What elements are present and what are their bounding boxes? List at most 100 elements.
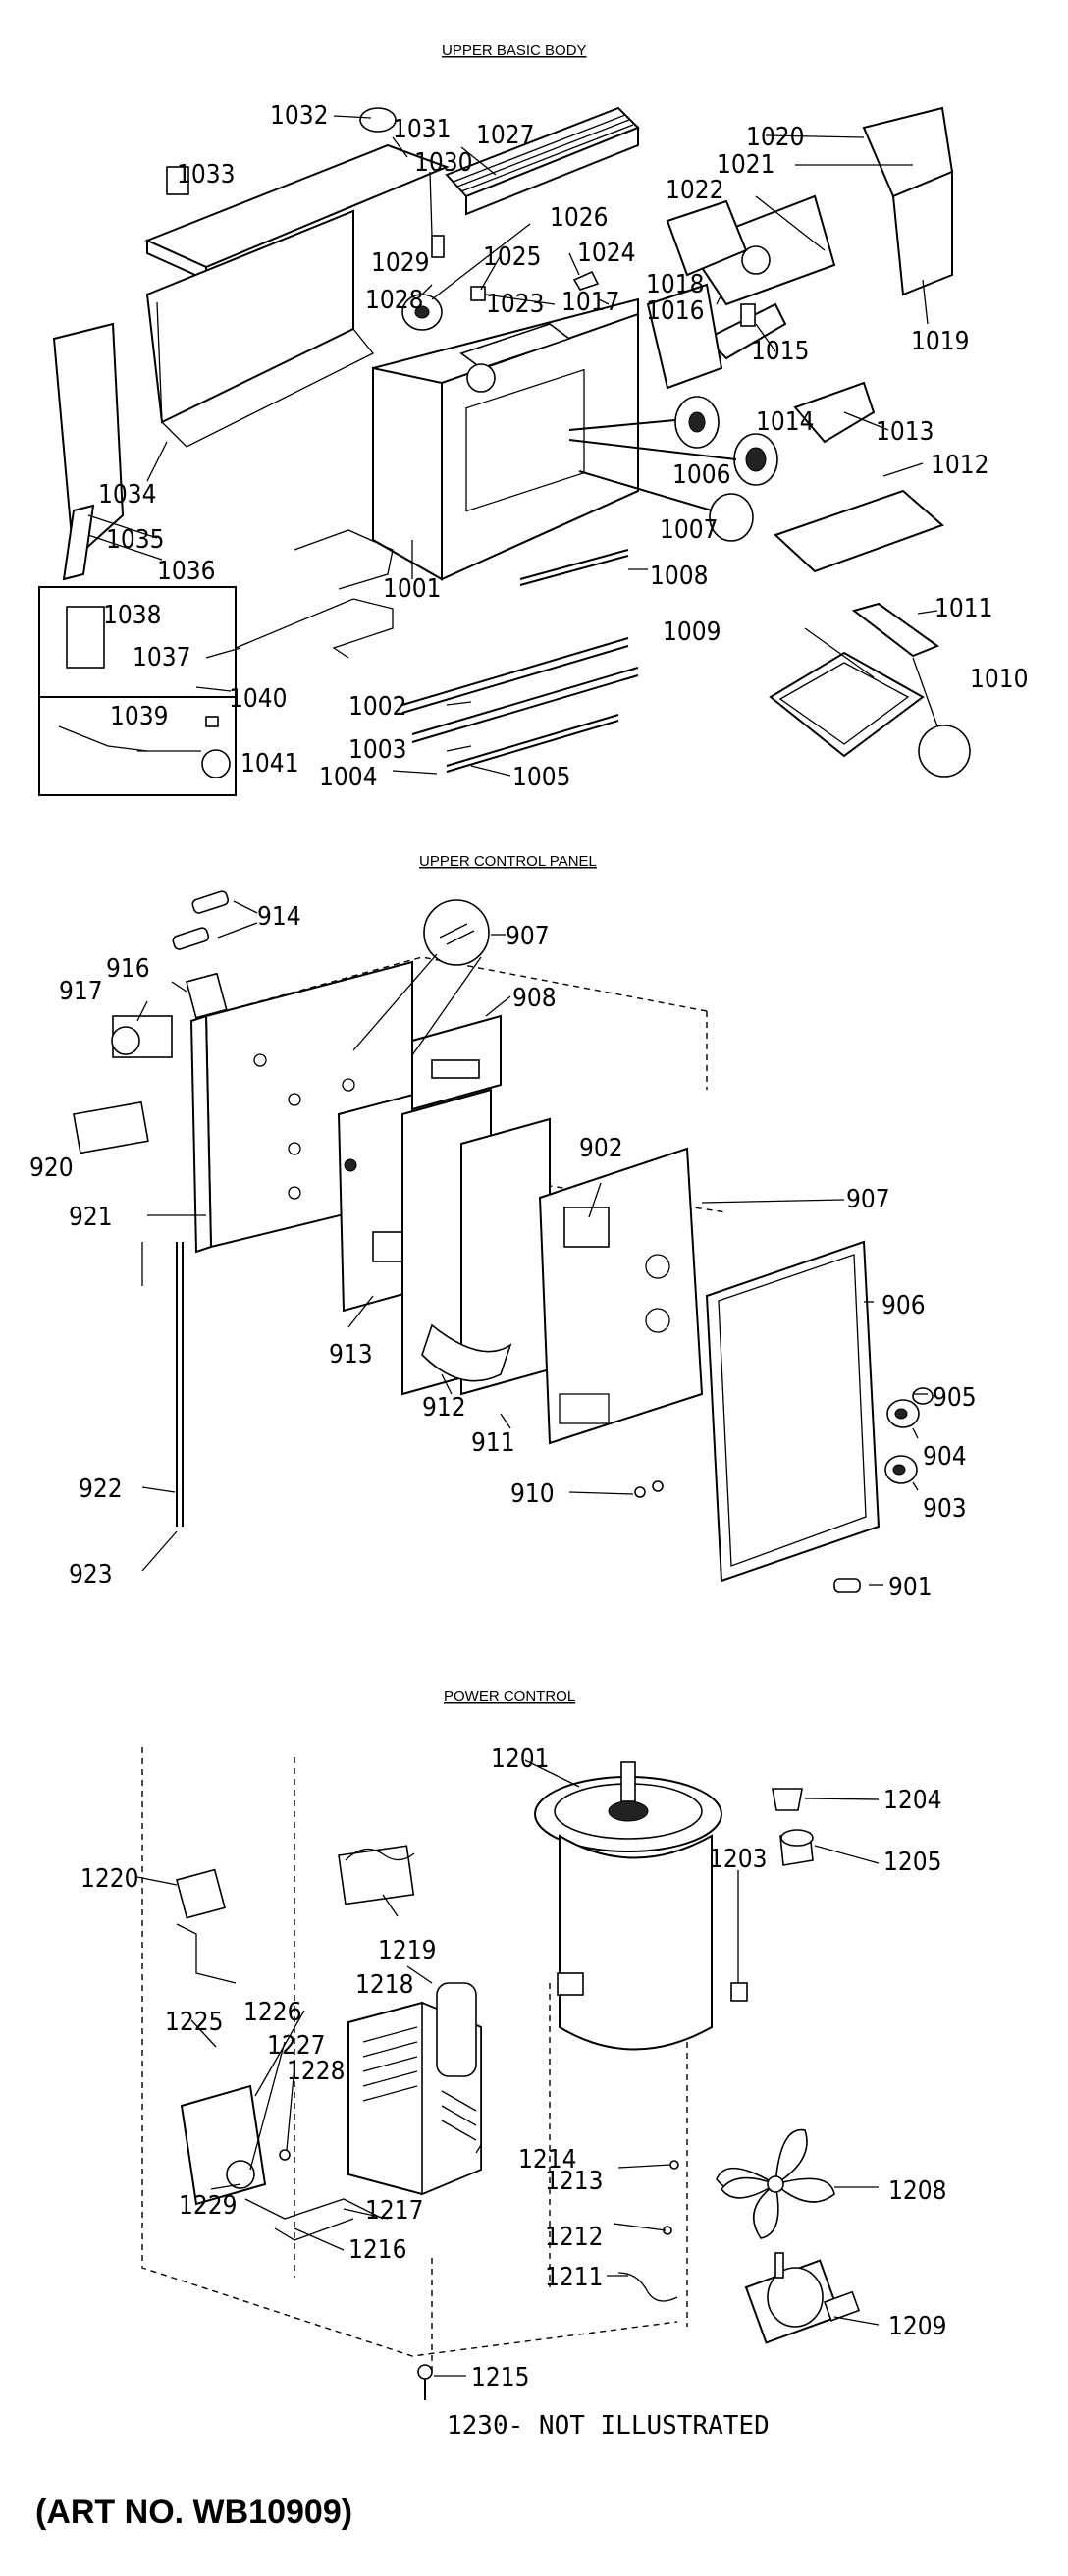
callout-923: 923: [69, 1560, 113, 1589]
callout-914: 914: [257, 902, 301, 932]
callout-1040: 1040: [229, 684, 288, 714]
callout-910: 910: [510, 1479, 555, 1509]
callout-1025: 1025: [483, 242, 542, 272]
callout-916: 916: [106, 954, 150, 984]
callout-1217: 1217: [365, 2196, 424, 2226]
callout-921: 921: [69, 1203, 113, 1232]
callout-912: 912: [422, 1393, 466, 1422]
callout-1219: 1219: [378, 1936, 437, 1965]
callout-1002: 1002: [348, 692, 407, 722]
callout-1214: 1214: [518, 2145, 577, 2174]
callout-1014: 1014: [756, 407, 815, 437]
callout-1204: 1204: [883, 1786, 942, 1815]
not-illustrated-note: 1230- NOT ILLUSTRATED: [447, 2411, 770, 2441]
callout-911: 911: [471, 1428, 515, 1458]
callout-1006: 1006: [672, 460, 731, 490]
callout-917: 917: [59, 977, 103, 1006]
callout-906: 906: [881, 1291, 926, 1320]
upper-control-panel-drawing: [73, 890, 934, 1593]
callout-1023: 1023: [486, 290, 545, 319]
callout-1216: 1216: [348, 2235, 407, 2265]
callout-904: 904: [923, 1442, 967, 1472]
callout-1215: 1215: [471, 2363, 530, 2392]
callout-1203: 1203: [709, 1845, 768, 1874]
callout-1004: 1004: [319, 763, 378, 792]
callout-1229: 1229: [179, 2191, 238, 2221]
callout-1029: 1029: [371, 248, 430, 278]
callout-1018: 1018: [646, 270, 705, 299]
callout-1213: 1213: [545, 2167, 604, 2196]
callout-1017: 1017: [561, 288, 620, 317]
leader-lines-power: [136, 1759, 880, 2377]
section-title-upper-basic-body: UPPER BASIC BODY: [442, 42, 587, 59]
callout-901: 901: [888, 1573, 933, 1602]
callouts-upper-control-panel: 914 907 916 917 908 902 907 920 921 906 …: [29, 902, 977, 1602]
callout-1220: 1220: [80, 1864, 139, 1894]
callout-1031: 1031: [393, 115, 452, 144]
callout-1009: 1009: [663, 617, 721, 647]
callout-1007: 1007: [660, 515, 719, 545]
callouts-upper-basic-body: 1032 1031 1027 1030 1033 1020 1021 1022 …: [98, 101, 1029, 792]
callout-1008: 1008: [650, 562, 709, 591]
fan-blade-1208: [716, 2128, 835, 2239]
callout-1024: 1024: [577, 239, 636, 268]
callout-1034: 1034: [98, 480, 157, 510]
callout-1030: 1030: [414, 148, 473, 178]
callout-1022: 1022: [666, 176, 724, 205]
callout-1016: 1016: [646, 296, 705, 326]
callout-922: 922: [79, 1475, 123, 1504]
callout-1028: 1028: [365, 286, 424, 315]
leader-lines-body: [87, 115, 938, 777]
upper-basic-body-drawing: [38, 106, 971, 796]
callout-1032: 1032: [270, 101, 329, 131]
section-title-power-control: POWER CONTROL: [444, 1689, 575, 1705]
callout-1027: 1027: [476, 121, 535, 150]
callout-909: 907: [506, 922, 550, 951]
callout-1020: 1020: [746, 123, 805, 152]
panel-holes: [253, 1053, 355, 1200]
art-number: (ART NO. WB10909): [35, 2494, 353, 2531]
callout-1001: 1001: [383, 574, 442, 604]
callout-1226: 1226: [243, 1998, 302, 2027]
power-control-drawing: [136, 1747, 880, 2400]
callout-913: 913: [329, 1340, 373, 1369]
callout-902: 902: [579, 1134, 623, 1163]
relay-assembly-1218: [347, 1982, 482, 2196]
callout-908: 908: [512, 984, 557, 1013]
callout-1033: 1033: [177, 160, 236, 189]
callout-1209: 1209: [888, 2312, 947, 2341]
callout-1013: 1013: [876, 417, 934, 447]
callout-903: 903: [923, 1494, 967, 1524]
transformer-1201: [534, 1761, 722, 2051]
callout-920: 920: [29, 1154, 74, 1183]
callouts-power-control: 1201 1204 1205 1203 1220 1219 1218 1226 …: [80, 1744, 947, 2392]
callout-1012: 1012: [931, 451, 989, 480]
callout-1026: 1026: [550, 203, 609, 233]
callout-1201: 1201: [491, 1744, 550, 1774]
callout-1208: 1208: [888, 2176, 947, 2206]
callout-905: 905: [933, 1383, 977, 1413]
callout-1035: 1035: [106, 525, 165, 555]
callout-1205: 1205: [883, 1848, 942, 1877]
callout-907: 907: [846, 1185, 890, 1214]
callout-1011: 1011: [934, 594, 993, 623]
callout-1015: 1015: [751, 337, 810, 366]
callout-1038: 1038: [103, 601, 162, 630]
callout-1005: 1005: [512, 763, 571, 792]
callout-1218: 1218: [355, 1970, 414, 2000]
fan-hubs-1014-1006-1007: [568, 396, 778, 542]
callout-1003: 1003: [348, 735, 407, 765]
callout-1212: 1212: [545, 2223, 604, 2252]
callout-1225: 1225: [165, 2008, 224, 2037]
callout-1037: 1037: [133, 643, 191, 672]
callout-1019: 1019: [911, 327, 970, 356]
fan-motor-1209: [744, 2252, 861, 2344]
section-title-upper-control-panel: UPPER CONTROL PANEL: [419, 853, 597, 870]
callout-1010: 1010: [970, 665, 1029, 694]
callout-1228: 1228: [287, 2057, 346, 2086]
leader-lines-panel: [136, 900, 928, 1586]
callout-1041: 1041: [240, 749, 299, 778]
callout-1211: 1211: [545, 2263, 604, 2292]
